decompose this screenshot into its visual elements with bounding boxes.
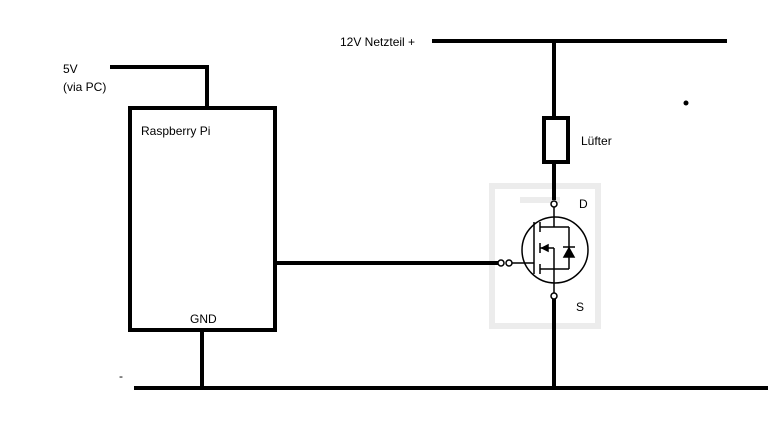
wire-5v [110, 65, 209, 108]
supply-5v-label: 5V [63, 62, 78, 76]
drain-label: D [579, 197, 588, 211]
stray-dot [683, 100, 689, 106]
raspberry-pi-label: Raspberry Pi [141, 124, 210, 138]
supply-5v-sublabel: (via PC) [63, 80, 106, 94]
source-label: S [576, 300, 584, 314]
fan-label: Lüfter [581, 134, 612, 148]
supply-12v-label: 12V Netzteil + [340, 35, 415, 49]
raspberry-pi-box [128, 106, 277, 332]
mosfet-symbol [497, 200, 589, 300]
gnd-label: GND [190, 312, 217, 326]
minus-label: - [119, 369, 123, 383]
fan-symbol [542, 116, 570, 164]
